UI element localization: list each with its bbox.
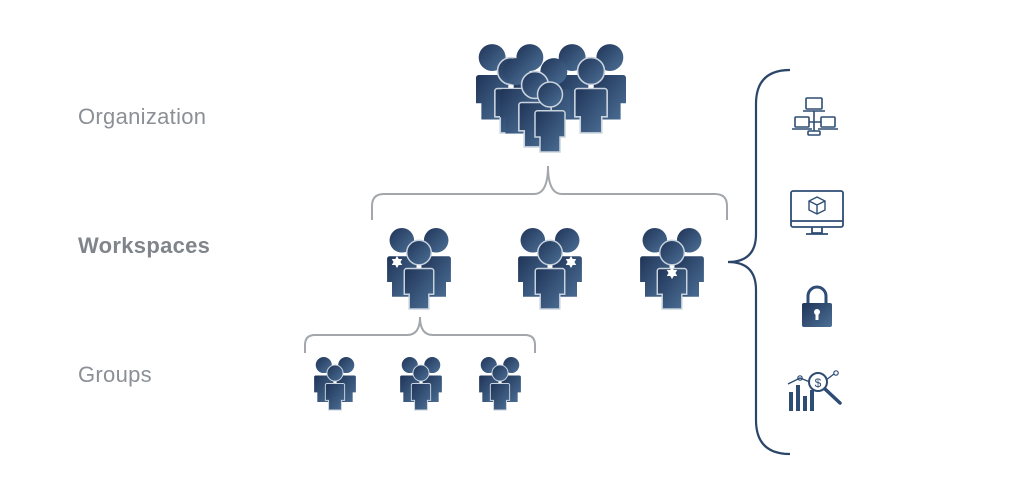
- level-label-groups: Groups: [78, 362, 152, 387]
- workspace-people-icon: [518, 228, 582, 309]
- level-label-organization: Organization: [78, 104, 207, 129]
- group-people-icon: [400, 357, 442, 410]
- svg-text:$: $: [815, 376, 822, 390]
- group-people-icon: [314, 357, 356, 410]
- workspace-brace: [304, 316, 536, 353]
- workspace-people-icon: [387, 228, 451, 309]
- workspace-people-icon: [640, 228, 704, 309]
- padlock-icon: [802, 285, 832, 327]
- organization-brace: [371, 165, 728, 220]
- level-label-workspaces: Workspaces: [78, 233, 211, 258]
- cost-analytics-icon: $: [787, 370, 842, 411]
- features-brace: [727, 68, 791, 456]
- group-people-icon: [479, 357, 521, 410]
- network-computers-icon: [792, 97, 838, 136]
- monitor-cube-icon: [790, 190, 844, 235]
- organization-people-icon: [476, 44, 626, 153]
